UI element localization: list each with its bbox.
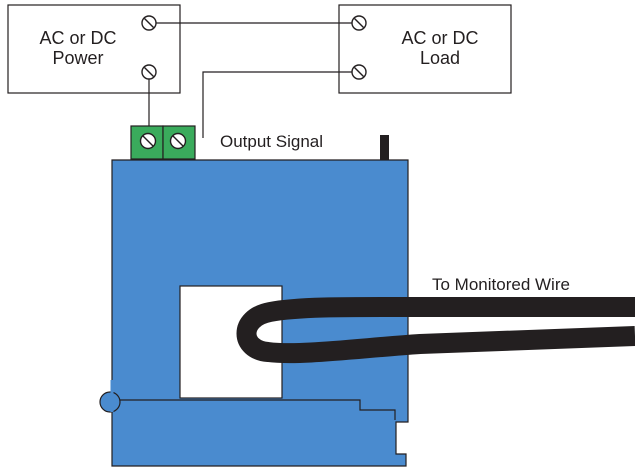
sensor-indicator-post [380,135,389,162]
load-box [338,4,512,94]
wire-load-to-sensor [202,71,352,138]
monitored-wire-label: To Monitored Wire [432,275,570,294]
signal-terminal-right-icon [169,132,187,150]
load-terminal-top-icon [351,15,367,31]
load-box-label-line2: Load [420,48,460,68]
load-terminal-bottom-icon [351,64,367,80]
terminal-block [130,125,196,160]
load-box-label-line1: AC or DC [401,28,478,48]
power-terminal-top-icon [141,15,157,31]
sensor-hinge [99,380,396,420]
power-box-label-line1: AC or DC [39,28,116,48]
output-signal-label: Output Signal [220,132,323,151]
power-box-label-line2: Power [52,48,103,68]
power-terminal-bottom-icon [141,64,157,80]
monitored-wire-cable [236,296,635,364]
signal-terminal-left-icon [139,132,157,150]
